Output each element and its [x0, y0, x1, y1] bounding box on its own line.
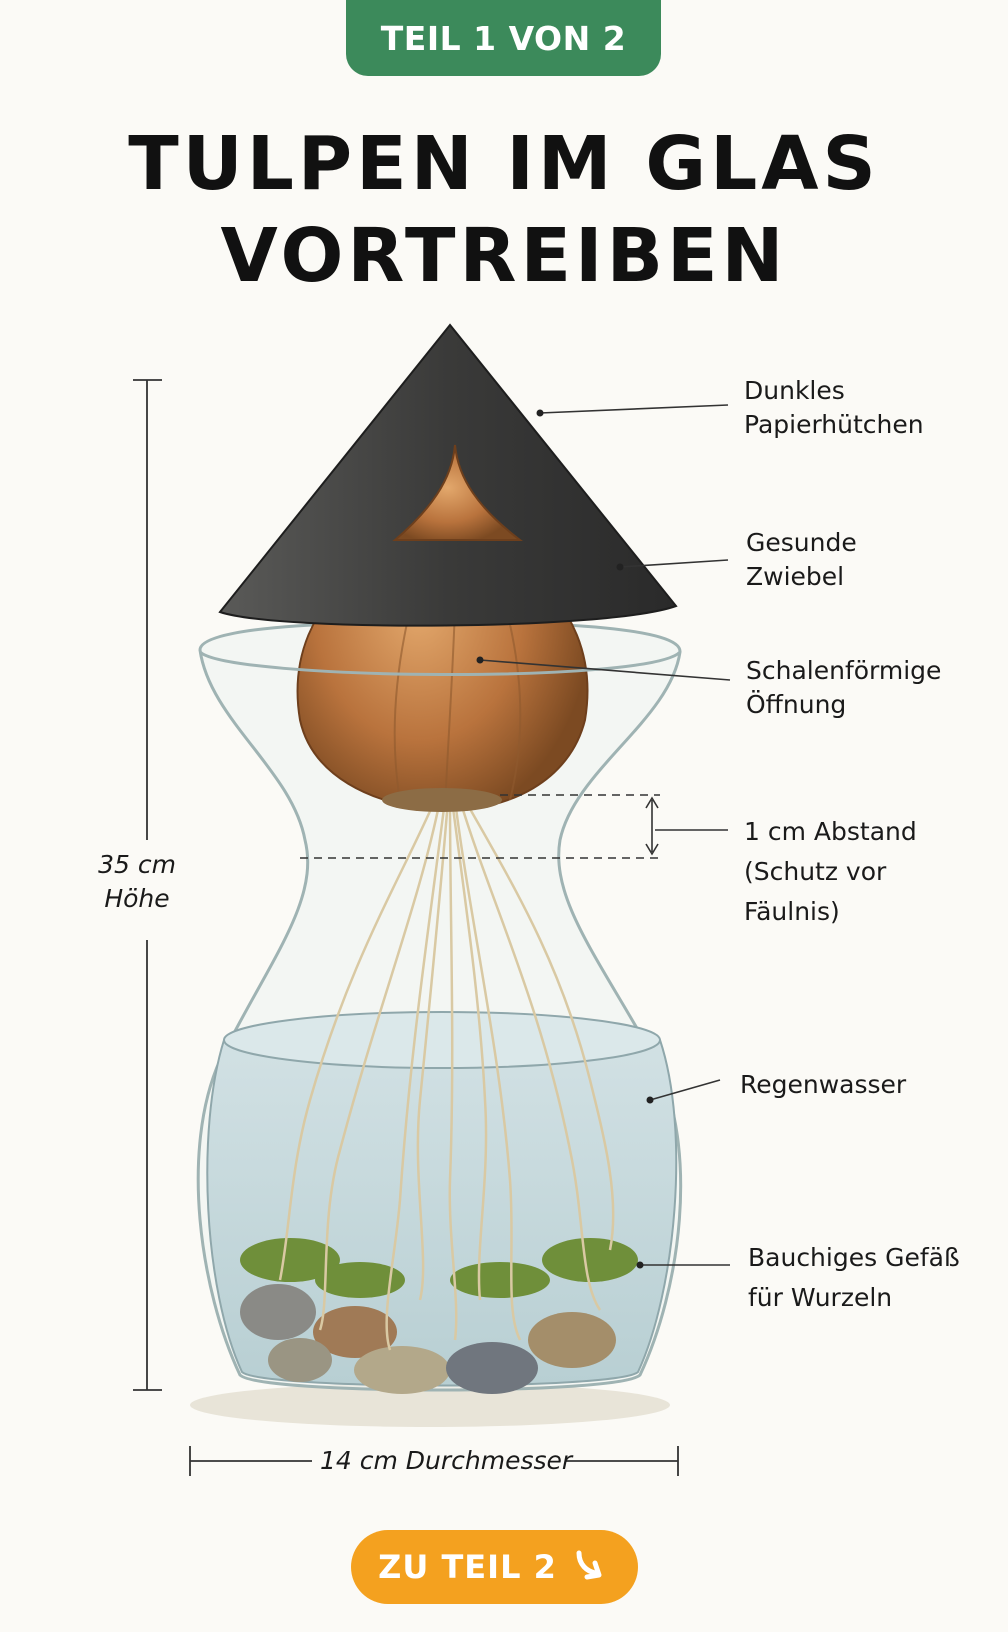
water-surface	[223, 1011, 661, 1069]
label-bulb: Gesunde Zwiebel	[746, 528, 857, 591]
label-vessel: Bauchiges Gefäß für Wurzeln	[748, 1243, 960, 1312]
next-part-label: ZU TEIL 2	[378, 1548, 557, 1586]
vase-rim	[198, 650, 682, 677]
label-paper-hat: Dunkles Papierhütchen	[744, 376, 924, 439]
label-water: Regenwasser	[740, 1070, 907, 1099]
curved-arrow-down-icon	[576, 1550, 602, 1580]
label-height: 35 cm Höhe	[98, 850, 176, 913]
title-line-1: TULPEN IM GLAS	[128, 121, 880, 207]
label-diameter: 14 cm Durchmesser	[320, 1446, 573, 1475]
height-dimension	[133, 379, 162, 1391]
leader-lines	[479, 404, 731, 1266]
stones	[240, 1284, 616, 1394]
label-gap: 1 cm Abstand (Schutz vor Fäulnis)	[744, 817, 917, 926]
roots	[278, 799, 615, 1351]
moss	[240, 1238, 638, 1298]
part-badge: TEIL 1 VON 2	[346, 0, 661, 76]
vase-shadow	[190, 1383, 670, 1427]
title-line-2: VORTREIBEN	[220, 213, 788, 299]
diameter-dimension	[189, 1446, 679, 1476]
page-title: TULPEN IM GLAS VORTREIBEN	[0, 118, 1008, 302]
basal-plate	[382, 788, 502, 812]
next-part-button[interactable]: ZU TEIL 2	[351, 1530, 638, 1604]
bulb-tip	[392, 444, 523, 541]
leader-dots	[476, 409, 654, 1269]
gap-marker	[300, 794, 660, 859]
label-opening: Schalenförmige Öffnung	[746, 656, 942, 719]
